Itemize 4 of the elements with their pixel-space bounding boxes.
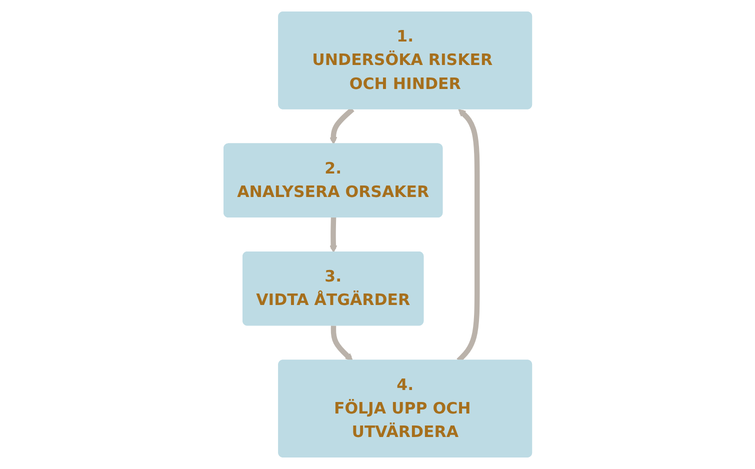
arrow [456,108,480,362]
arrow [329,217,337,253]
arrow [329,107,354,145]
arrow [330,326,353,361]
